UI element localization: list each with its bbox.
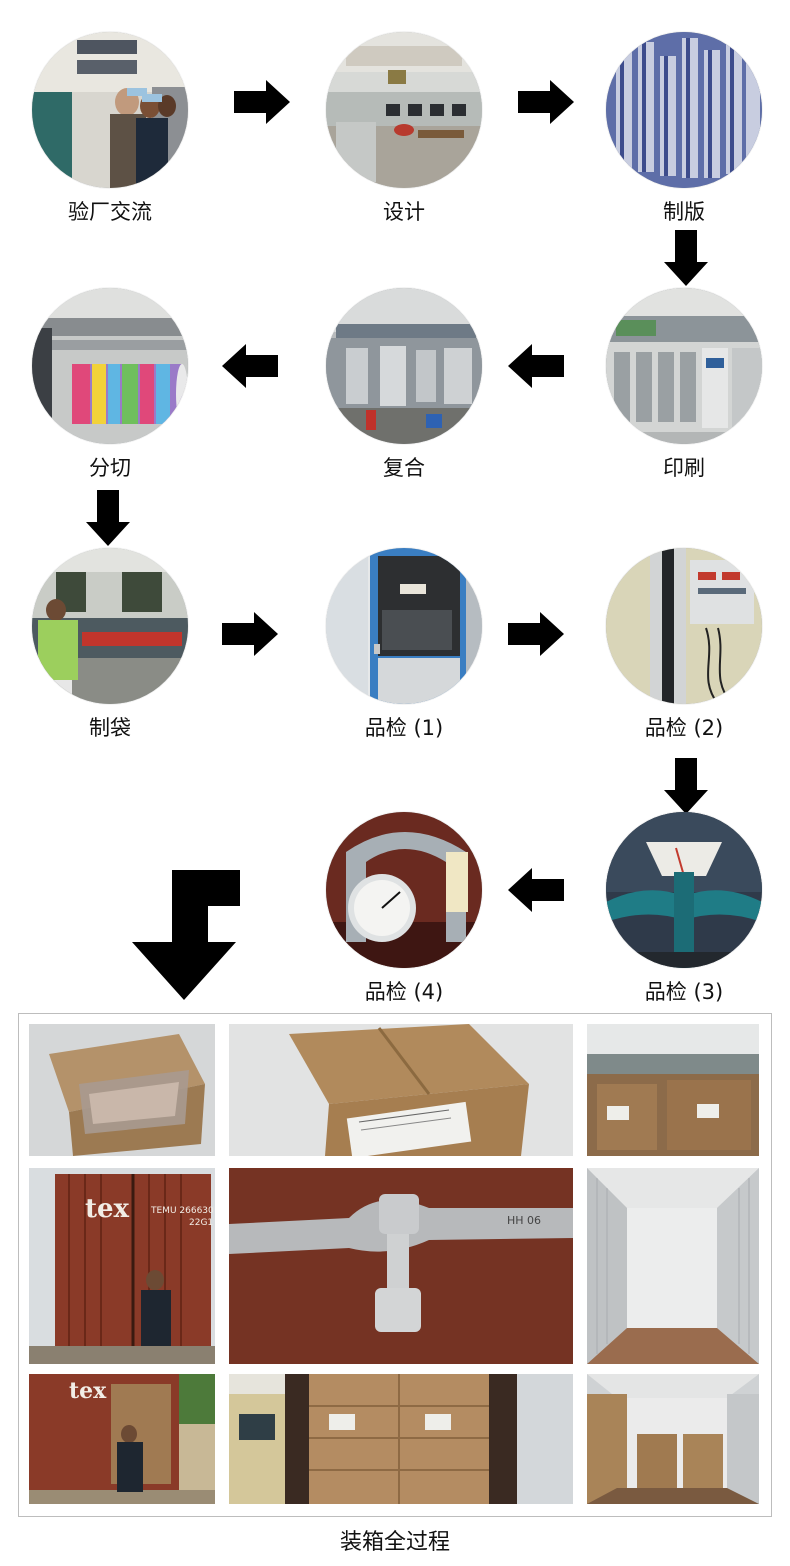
tensile-tester-photo — [606, 548, 762, 704]
step-label: 分切 — [89, 456, 131, 480]
arrow-down-icon — [664, 230, 708, 286]
step-qc-1: 品检 (1) — [324, 548, 484, 740]
step-label: 设计 — [383, 200, 425, 224]
gallery-photo-empty-container — [587, 1168, 759, 1364]
step-label: 品检 (4) — [364, 980, 444, 1004]
step-design: 设计 — [324, 32, 484, 224]
step-label: 品检 (3) — [644, 980, 724, 1004]
arrow-down-icon — [664, 758, 708, 814]
step-laminating: 复合 — [324, 288, 484, 480]
step-qc-4: 品检 (4) — [324, 812, 484, 1004]
step-bag-making: 制袋 — [30, 548, 190, 740]
packing-gallery: tex TEMU 266630 3 22G1 HH 06 — [18, 1013, 772, 1517]
gallery-photo-open-carton — [29, 1024, 215, 1156]
step-plate-making: 制版 — [604, 32, 764, 224]
gallery-photo-loading-container: tex — [29, 1374, 215, 1504]
arrow-left-icon — [222, 344, 278, 388]
arrow-right-icon — [518, 80, 574, 124]
gallery-photo-container-doors: tex TEMU 266630 3 22G1 — [29, 1168, 215, 1364]
arrow-right-icon — [508, 612, 564, 656]
gallery-photo-pallets-in-container — [229, 1374, 573, 1504]
step-label: 复合 — [383, 456, 425, 480]
gallery-photo-bolt-seal: HH 06 — [229, 1168, 573, 1364]
big-arrow-down-icon — [132, 870, 244, 1000]
step-qc-2: 品检 (2) — [604, 548, 764, 740]
gallery-photo-sealed-box — [229, 1024, 573, 1156]
arrow-right-icon — [234, 80, 290, 124]
arrow-down-icon — [86, 490, 130, 546]
gallery-caption: 装箱全过程 — [339, 1530, 450, 1555]
step-label: 品检 (1) — [364, 716, 444, 740]
container-brand-text: tex — [85, 1194, 130, 1224]
qc-room-door-photo — [326, 548, 482, 704]
bag-making-photo — [32, 548, 188, 704]
seal-text: HH 06 — [507, 1214, 542, 1227]
step-label: 制版 — [663, 200, 705, 224]
arrow-right-icon — [222, 612, 278, 656]
container-code-text: TEMU 266630 3 — [151, 1206, 213, 1216]
step-label: 验厂交流 — [68, 200, 152, 224]
step-factory-visit: 验厂交流 — [30, 32, 190, 224]
slitting-machine-photo — [32, 288, 188, 444]
printing-press-photo — [606, 288, 762, 444]
container-brand-text: tex — [69, 1378, 107, 1404]
tear-tester-photo — [606, 812, 762, 968]
step-slitting: 分切 — [30, 288, 190, 480]
thickness-gauge-photo — [326, 812, 482, 968]
container-type-text: 22G1 — [189, 1218, 214, 1228]
laminating-line-photo — [326, 288, 482, 444]
arrow-left-icon — [508, 344, 564, 388]
gallery-photo-loaded-cartons — [587, 1374, 759, 1504]
step-qc-3: 品检 (3) — [604, 812, 764, 1004]
plate-rolls-photo — [606, 32, 762, 188]
step-printing: 印刷 — [604, 288, 764, 480]
gallery-photo-pallets-warehouse — [587, 1024, 759, 1156]
step-label: 印刷 — [663, 456, 705, 480]
arrow-left-icon — [508, 868, 564, 912]
step-label: 品检 (2) — [644, 716, 724, 740]
design-office-photo — [326, 32, 482, 188]
step-label: 制袋 — [89, 716, 131, 740]
factory-visit-photo — [32, 32, 188, 188]
